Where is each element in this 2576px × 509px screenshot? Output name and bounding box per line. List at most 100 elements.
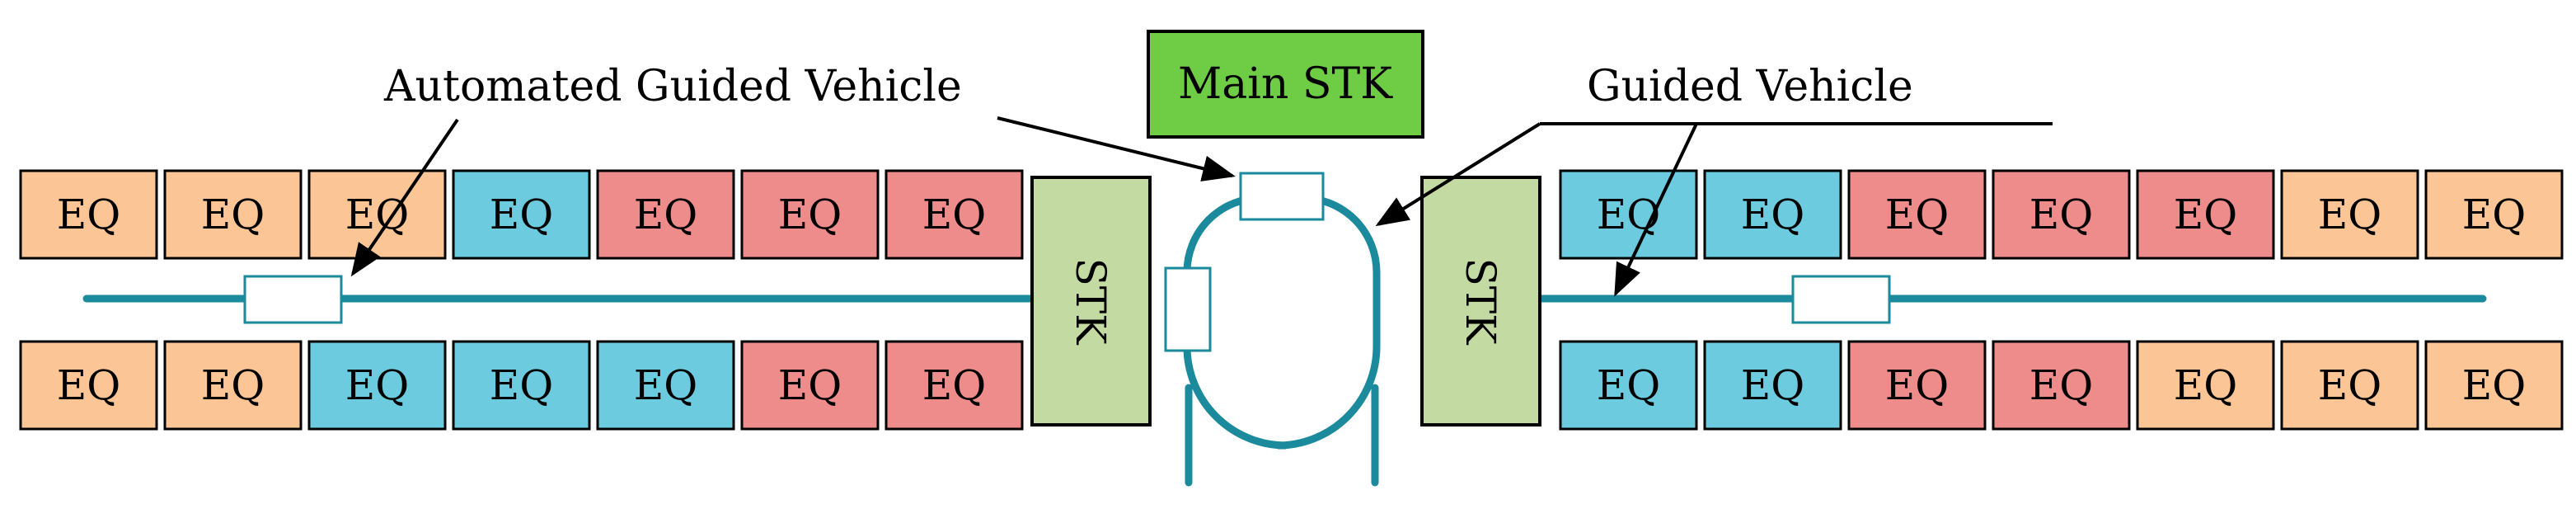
equipment-row-right-top: EQ EQ EQ EQ EQ EQ EQ <box>1559 169 2564 260</box>
equipment-box-fill <box>2280 340 2419 431</box>
equipment-label: EQ <box>2462 191 2527 238</box>
equipment-box-fill <box>1703 169 1842 260</box>
equipment-box: EQ <box>163 169 303 260</box>
equipment-box-fill <box>884 169 1024 260</box>
equipment-box: EQ <box>596 340 735 431</box>
equipment-box-fill <box>163 340 303 431</box>
main-stocker: Main STK <box>1147 30 1424 139</box>
equipment-box-fill <box>1559 169 1698 260</box>
equipment-box-fill <box>163 169 303 260</box>
equipment-box: EQ <box>1703 169 1842 260</box>
main-stocker-label: Main STK <box>1178 59 1393 109</box>
equipment-box: EQ <box>1847 340 1987 431</box>
equipment-box: EQ <box>2280 340 2419 431</box>
equipment-box: EQ <box>19 340 158 431</box>
equipment-box: EQ <box>19 169 158 260</box>
equipment-label: EQ <box>345 361 410 409</box>
equipment-box-fill <box>1992 169 2131 260</box>
equipment-label: EQ <box>201 191 265 238</box>
equipment-row-right-bottom: EQ EQ EQ EQ EQ EQ EQ <box>1559 340 2564 431</box>
equipment-box-fill <box>740 169 880 260</box>
equipment-box-fill <box>1847 169 1987 260</box>
equipment-label: EQ <box>57 361 121 409</box>
equipment-label: EQ <box>778 191 842 238</box>
equipment-box-fill <box>1559 340 1698 431</box>
equipment-box: EQ <box>1703 340 1842 431</box>
equipment-box-fill <box>307 340 447 431</box>
equipment-box: EQ <box>307 169 447 260</box>
equipment-label: EQ <box>2029 361 2094 409</box>
right-stocker-label: STK <box>1457 258 1504 346</box>
equipment-box-fill <box>1992 340 2131 431</box>
equipment-label: EQ <box>778 361 842 409</box>
equipment-label: EQ <box>1741 361 1805 409</box>
equipment-box-fill <box>740 340 880 431</box>
equipment-row-left-top: EQ EQ EQ EQ EQ EQ EQ <box>19 169 1024 260</box>
equipment-box-fill <box>19 340 158 431</box>
equipment-label: EQ <box>201 361 265 409</box>
equipment-box: EQ <box>2136 340 2275 431</box>
equipment-label: EQ <box>490 191 554 238</box>
central-loop-track <box>1183 194 1381 450</box>
equipment-box-fill <box>452 169 591 260</box>
vehicle-right-track <box>1791 275 1891 324</box>
equipment-row-left-bottom: EQ EQ EQ EQ EQ EQ EQ <box>19 340 1024 431</box>
equipment-box: EQ <box>596 169 735 260</box>
equipment-label: EQ <box>634 361 698 409</box>
equipment-box: EQ <box>1992 169 2131 260</box>
equipment-label: EQ <box>2029 191 2094 238</box>
gv-label: Guided Vehicle <box>1587 62 1913 111</box>
equipment-box: EQ <box>1992 340 2131 431</box>
agv-label: Automated Guided Vehicle <box>383 62 962 111</box>
equipment-label: EQ <box>2318 191 2382 238</box>
equipment-box-fill <box>2136 340 2275 431</box>
vehicle-loop-top <box>1239 172 1325 221</box>
equipment-box: EQ <box>307 340 447 431</box>
equipment-label: EQ <box>1885 361 1950 409</box>
equipment-box: EQ <box>1559 340 1698 431</box>
equipment-box: EQ <box>740 340 880 431</box>
equipment-label: EQ <box>1885 191 1950 238</box>
equipment-label: EQ <box>490 361 554 409</box>
equipment-box-fill <box>452 340 591 431</box>
equipment-box: EQ <box>1559 169 1698 260</box>
equipment-box: EQ <box>884 169 1024 260</box>
equipment-box: EQ <box>452 169 591 260</box>
equipment-box-fill <box>2280 169 2419 260</box>
equipment-box-fill <box>2424 169 2564 260</box>
equipment-label: EQ <box>2318 361 2382 409</box>
agv-callout <box>350 116 1236 277</box>
equipment-label: EQ <box>634 191 698 238</box>
equipment-box-fill <box>19 169 158 260</box>
equipment-box-fill <box>1847 340 1987 431</box>
equipment-box-fill <box>596 340 735 431</box>
vehicle-loop-left <box>1164 266 1212 352</box>
equipment-label: EQ <box>57 191 121 238</box>
gv-callout <box>1375 122 2053 297</box>
equipment-box: EQ <box>452 340 591 431</box>
equipment-box-fill <box>1703 340 1842 431</box>
equipment-label: EQ <box>1741 191 1805 238</box>
equipment-box-fill <box>884 340 1024 431</box>
left-stocker-label: STK <box>1067 258 1114 346</box>
equipment-box-fill <box>2136 169 2275 260</box>
equipment-label: EQ <box>922 361 987 409</box>
equipment-box: EQ <box>2424 340 2564 431</box>
equipment-box: EQ <box>2136 169 2275 260</box>
equipment-label: EQ <box>1597 191 1661 238</box>
equipment-label: EQ <box>1597 361 1661 409</box>
left-stocker: STK <box>1030 176 1152 427</box>
equipment-label: EQ <box>345 191 410 238</box>
equipment-box: EQ <box>2280 169 2419 260</box>
equipment-box-fill <box>2424 340 2564 431</box>
equipment-label: EQ <box>2174 191 2238 238</box>
right-stocker: STK <box>1420 176 1541 427</box>
equipment-label: EQ <box>2462 361 2527 409</box>
equipment-box: EQ <box>2424 169 2564 260</box>
equipment-box: EQ <box>740 169 880 260</box>
equipment-box: EQ <box>163 340 303 431</box>
equipment-box: EQ <box>1847 169 1987 260</box>
equipment-label: EQ <box>922 191 987 238</box>
equipment-label: EQ <box>2174 361 2238 409</box>
